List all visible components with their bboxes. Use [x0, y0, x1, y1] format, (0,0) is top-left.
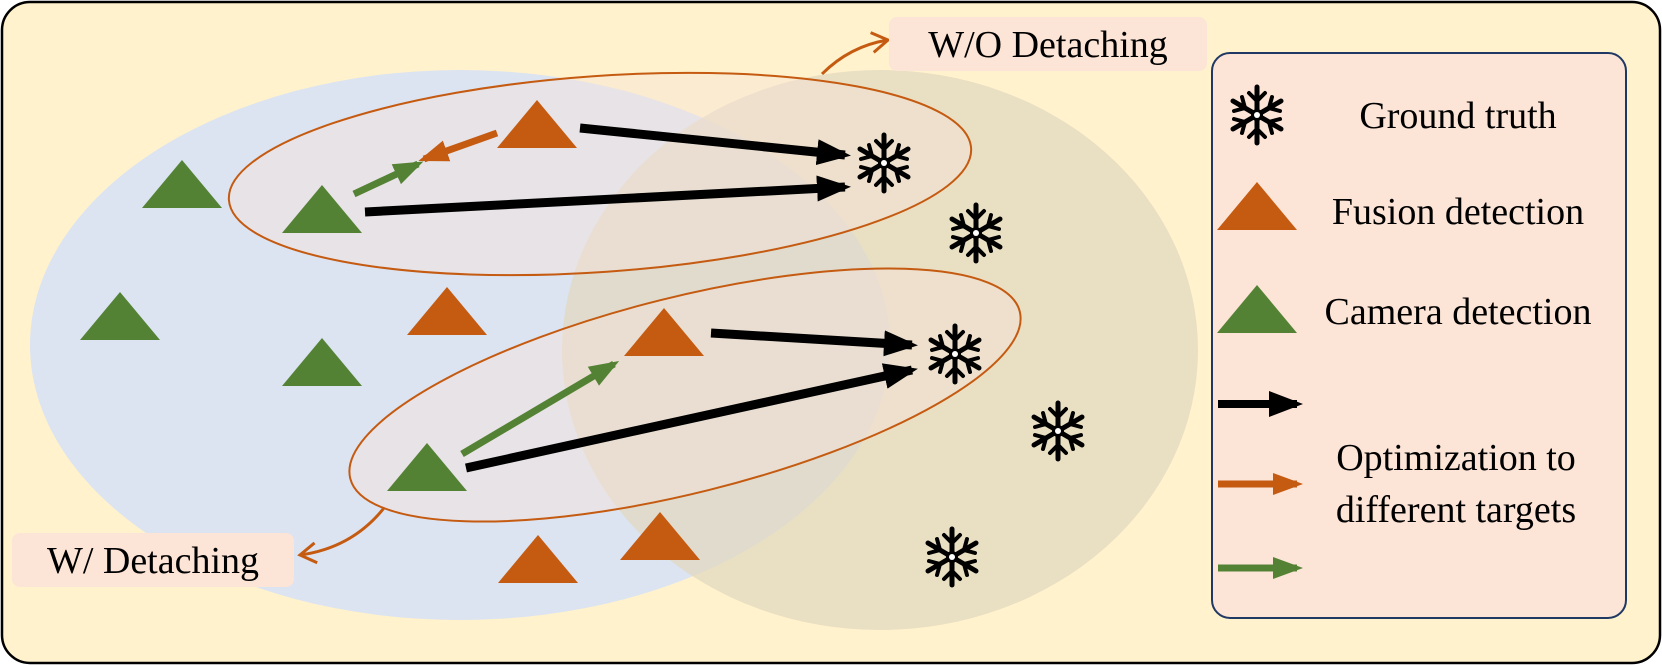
legend-camera-detection: Camera detection — [1325, 291, 1592, 333]
triangle-icon — [1217, 285, 1297, 333]
camera-detection — [142, 160, 222, 208]
wo-detaching-label-box — [889, 17, 1207, 71]
arrow-fusion-to-truth — [710, 328, 918, 357]
fusion-detection — [498, 535, 578, 583]
w-detaching-label: W/ Detaching — [47, 540, 259, 582]
fusion-region — [562, 70, 1198, 630]
legend: Ground truth Fusion detection Camera det… — [1211, 52, 1627, 619]
arrow-camera-to-truth — [364, 175, 851, 217]
camera-detection — [387, 443, 467, 491]
legend-optimization-line1: Optimization to — [1336, 437, 1576, 479]
arrow-camera-to-fusion — [460, 360, 620, 458]
legend-fusion-detection: Fusion detection — [1332, 191, 1584, 233]
arrow-fusion-to-camera — [418, 129, 499, 163]
legend-optimization-line2: different targets — [1336, 489, 1576, 531]
arrow-fusion-to-truth — [579, 123, 851, 166]
triangle-icon — [1217, 182, 1297, 230]
arrow-camera-to-fusion — [352, 160, 424, 198]
fusion-detection — [620, 512, 700, 560]
camera-detection — [282, 338, 362, 386]
fusion-detection — [624, 308, 704, 356]
camera-detection — [282, 185, 362, 233]
fusion-detection — [497, 100, 577, 148]
wo-detaching-label: W/O Detaching — [928, 24, 1168, 66]
arrow-camera-to-truth — [465, 363, 918, 473]
w-detaching-label-box — [12, 533, 294, 587]
camera-detection — [80, 292, 160, 340]
legend-box — [1211, 52, 1627, 619]
legend-ground-truth: Ground truth — [1359, 95, 1556, 137]
wo-detaching-group — [227, 71, 973, 277]
wo-detaching-callout — [820, 31, 891, 76]
fusion-detection — [407, 287, 487, 335]
w-detaching-callout — [297, 507, 386, 565]
